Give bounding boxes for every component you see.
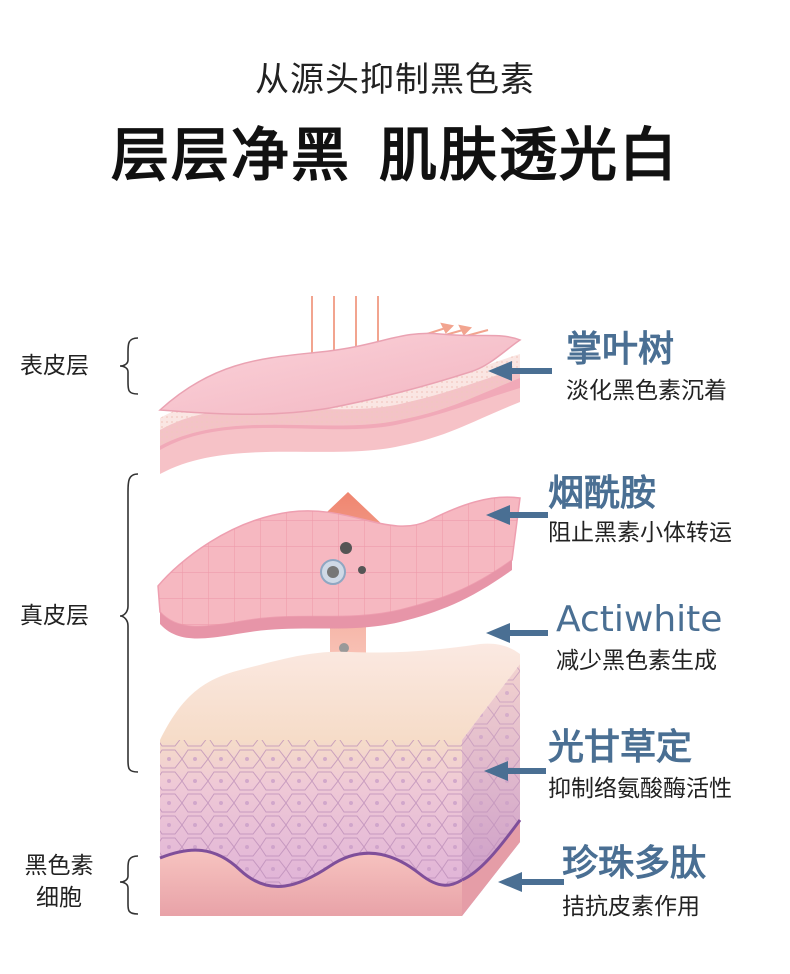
- pointer-arrows: [484, 361, 564, 892]
- ingredient-desc-3: 减少黑色素生成: [556, 648, 717, 674]
- header-title-part1: 层层净黑: [110, 121, 351, 189]
- label-melanocyte-line2: 细胞: [36, 885, 82, 911]
- ingredient-name-1: 掌叶树: [566, 329, 675, 370]
- ingredient-name-4: 光甘草定: [548, 727, 693, 768]
- header-subtitle: 从源头抑制黑色素: [255, 60, 535, 100]
- label-melanocyte-line1: 黑色素: [24, 853, 94, 879]
- skin-cube: [159, 643, 522, 916]
- ingredient-desc-5: 拮抗皮素作用: [562, 894, 700, 920]
- pointer-arrow-2: [486, 505, 548, 525]
- header-title: 层层净黑肌肤透光白: [0, 108, 790, 192]
- label-melanocyte: 黑色素 细胞: [24, 850, 94, 914]
- label-epidermis: 表皮层: [20, 353, 89, 379]
- pointer-arrow-4: [484, 761, 546, 781]
- ingredient-desc-4: 抑制络氨酸酶活性: [548, 776, 732, 802]
- pointer-arrow-5: [498, 872, 564, 892]
- pointer-arrow-1: [488, 361, 552, 381]
- label-dermis: 真皮层: [20, 603, 89, 629]
- ingredient-desc-1: 淡化黑色素沉着: [566, 378, 727, 404]
- ingredient-name-3: Actiwhite: [556, 599, 723, 640]
- layer-braces: [119, 337, 139, 915]
- ingredient-desc-2: 阻止黑素小体转运: [548, 520, 732, 546]
- pointer-arrow-3: [486, 623, 548, 643]
- ingredient-name-5: 珍珠多肽: [562, 843, 707, 884]
- ingredient-name-2: 烟酰胺: [548, 473, 657, 514]
- epidermis-sheet: [158, 332, 522, 474]
- header-title-part2: 肌肤透光白: [379, 121, 680, 189]
- melanin-particles: [319, 542, 375, 715]
